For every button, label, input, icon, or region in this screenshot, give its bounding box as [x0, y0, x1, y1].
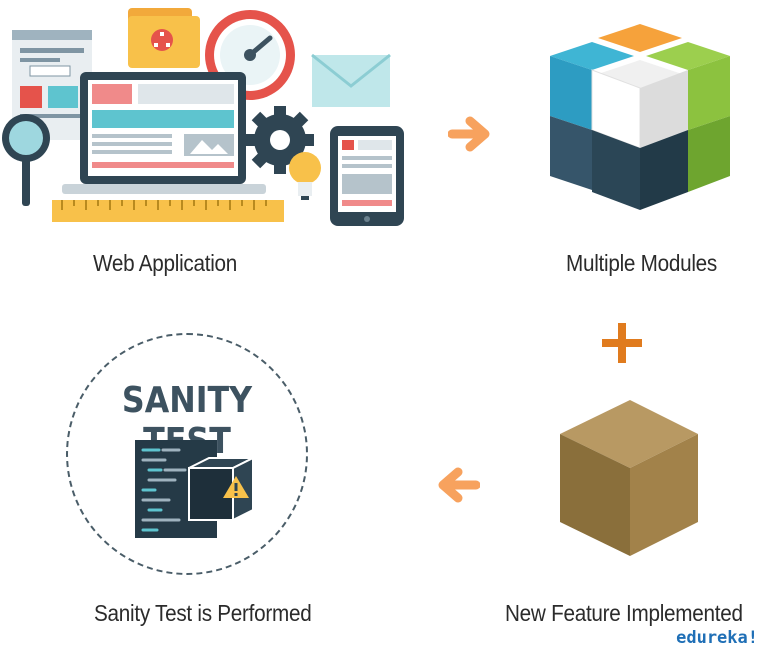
caption-sanity-performed: Sanity Test is Performed: [94, 600, 312, 626]
web-application-illustration: [2, 8, 404, 226]
caption-new-feature: New Feature Implemented: [505, 600, 743, 626]
arrow-left-icon: [438, 467, 480, 503]
lightbulb-icon: [289, 152, 321, 200]
gear-icon: [246, 106, 314, 174]
folder-icon: [128, 8, 200, 68]
code-warning-icon: [135, 440, 254, 538]
tablet-icon: [330, 126, 404, 226]
sanity-test-badge: [66, 333, 308, 575]
feature-box-illustration: [560, 400, 698, 556]
caption-multiple-modules: Multiple Modules: [566, 250, 718, 276]
caption-web-application: Web Application: [93, 250, 238, 276]
magnifier-icon: [2, 114, 50, 206]
edureka-logo: edureka!: [676, 628, 758, 648]
arrow-right-icon: [448, 116, 490, 152]
modules-cube-illustration: [550, 24, 730, 210]
laptop-icon: [62, 72, 266, 194]
envelope-icon: [311, 53, 391, 107]
ruler-icon: [52, 200, 284, 222]
plus-icon: [602, 323, 642, 363]
